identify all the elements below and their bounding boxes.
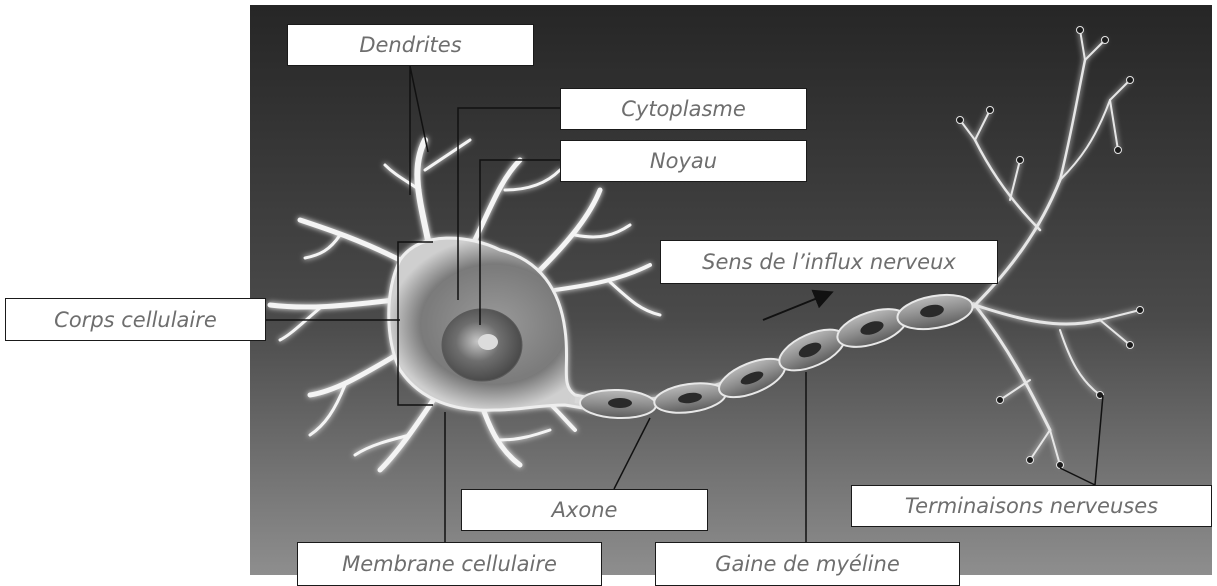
label-corps-cellulaire: Corps cellulaire: [5, 298, 266, 341]
label-membrane-cellulaire: Membrane cellulaire: [297, 542, 602, 586]
label-gaine-myeline: Gaine de myéline: [655, 542, 960, 586]
label-cytoplasme: Cytoplasme: [560, 88, 807, 130]
label-dendrites: Dendrites: [287, 24, 534, 66]
label-axone: Axone: [461, 489, 708, 531]
label-sens-influx: Sens de l’influx nerveux: [660, 240, 998, 284]
label-terminaisons-nerveuses: Terminaisons nerveuses: [851, 485, 1212, 527]
label-noyau: Noyau: [560, 140, 807, 182]
nucleolus-illustration: [478, 334, 498, 350]
